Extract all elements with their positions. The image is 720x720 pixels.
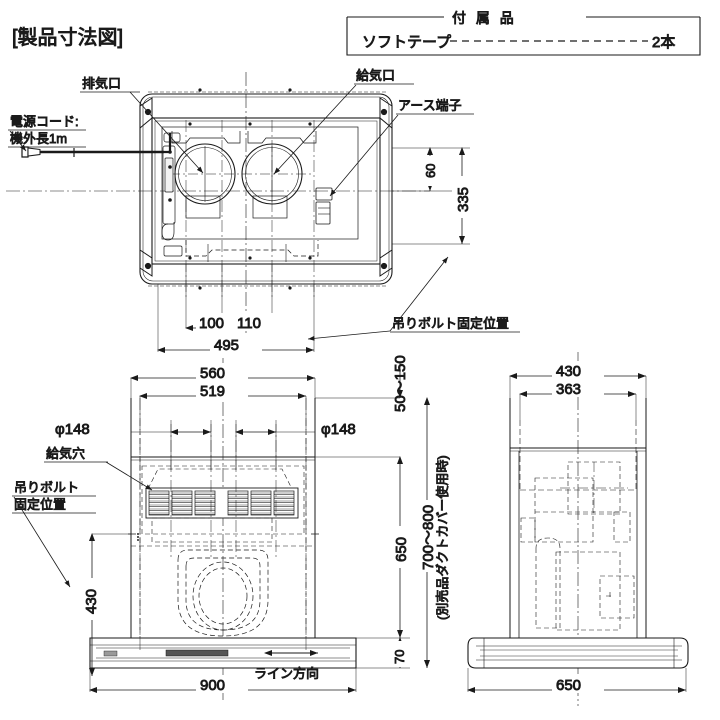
hanger-bolt-label-front-line2: 固定位置 bbox=[14, 497, 66, 512]
callout-hanger-bolt-front: 吊りボルト 固定位置 bbox=[12, 480, 96, 588]
supply-hole-label: 給気穴 bbox=[46, 446, 85, 461]
fan-drum bbox=[177, 549, 269, 637]
dim-value-700-800: 700〜800 bbox=[420, 505, 437, 570]
power-cord-label-line1: 電源コード: bbox=[10, 114, 79, 129]
dim-60-335: 60 335 bbox=[392, 147, 472, 245]
dim-value-650: 650 bbox=[393, 537, 410, 562]
accessories-box: 付 属 品 ソフトテープ 2本 bbox=[346, 10, 701, 56]
callout-earth-terminal: アース端子 bbox=[329, 98, 474, 197]
dim-430: 430 bbox=[80, 533, 100, 676]
callout-power-cord: 電源コード: 機外長1m bbox=[8, 114, 86, 152]
dim-value-70: 70 bbox=[392, 650, 407, 664]
dim-560: 560 bbox=[130, 363, 315, 382]
power-cord bbox=[21, 133, 172, 158]
dim-650-side: 650 bbox=[467, 675, 686, 694]
hood-front-panel bbox=[89, 637, 357, 669]
side-view-group: 430 363 650 bbox=[467, 352, 689, 706]
dim-650: 650 bbox=[390, 456, 410, 638]
dim-value-100: 100 bbox=[199, 315, 224, 332]
dim-700-800: 700〜800 (別売品ダクトカバー使用時) bbox=[417, 397, 450, 668]
dim-value-900: 900 bbox=[200, 677, 225, 694]
dim-value-430-side: 430 bbox=[556, 363, 581, 380]
earth-terminal bbox=[315, 187, 333, 225]
dim-value-560: 560 bbox=[200, 365, 225, 382]
dim-70: 70 bbox=[391, 637, 408, 668]
exhaust-port-circle bbox=[174, 143, 236, 219]
exhaust-port-label: 排気口 bbox=[82, 76, 121, 91]
hanger-bolt-label-top: 吊りボルト固定位置 bbox=[392, 316, 509, 331]
side-base-tray bbox=[467, 637, 689, 669]
dim-value-519: 519 bbox=[200, 383, 225, 400]
page-title: [製品寸法図] bbox=[12, 26, 123, 49]
dim-100-110: 100 110 bbox=[185, 313, 276, 332]
dim-value-495: 495 bbox=[214, 337, 239, 354]
dim-value-430: 430 bbox=[83, 589, 100, 614]
dim-430-side: 430 bbox=[509, 361, 646, 380]
dim-value-50-150: 50〜150 bbox=[392, 355, 409, 412]
dim-495: 495 bbox=[157, 335, 314, 354]
callout-supply-hole: 給気穴 bbox=[44, 446, 153, 491]
dim-50-150: 50〜150 bbox=[392, 355, 410, 413]
dim-900: 900 bbox=[89, 675, 356, 694]
callout-exhaust-port: 排気口 bbox=[80, 76, 204, 174]
front-view-group: ︙ bbox=[12, 355, 450, 700]
dim-value-phi148-right: φ148 bbox=[321, 421, 356, 438]
dim-value-335: 335 bbox=[455, 187, 472, 212]
supply-port-label: 給気口 bbox=[356, 68, 395, 83]
line-direction-label: ライン方向 bbox=[254, 666, 319, 681]
dim-value-phi148-left: φ148 bbox=[55, 421, 90, 438]
top-view-group: 電源コード: 機外長1m 排気口 給気口 アース端子 吊りボルト固定位置 bbox=[6, 68, 520, 354]
dim-value-363-side: 363 bbox=[556, 381, 581, 398]
callout-hanger-bolt-top: 吊りボルト固定位置 bbox=[307, 256, 520, 341]
dim-519: 519 bbox=[139, 381, 306, 400]
duct-cover-note: (別売品ダクトカバー使用時) bbox=[435, 455, 450, 620]
hanger-bolt-tick-left-label: ︙ bbox=[134, 533, 142, 542]
dim-value-60: 60 bbox=[423, 164, 438, 178]
hanger-bolt-label-front-line1: 吊りボルト bbox=[14, 480, 79, 495]
accessory-quantity: 2本 bbox=[652, 34, 675, 51]
dim-value-110: 110 bbox=[237, 315, 261, 332]
supply-air-grille bbox=[145, 487, 299, 519]
accessory-item-name: ソフトテープ bbox=[362, 34, 451, 51]
power-cord-label-line2: 機外長1m bbox=[10, 131, 67, 146]
dim-363-side: 363 bbox=[519, 379, 636, 398]
accessories-heading: 付 属 品 bbox=[452, 10, 517, 26]
dim-phi148: φ148 φ148 bbox=[52, 419, 390, 438]
dim-value-650-side: 650 bbox=[556, 677, 581, 694]
earth-terminal-label: アース端子 bbox=[398, 98, 462, 113]
callout-supply-port: 給気口 bbox=[273, 68, 414, 175]
